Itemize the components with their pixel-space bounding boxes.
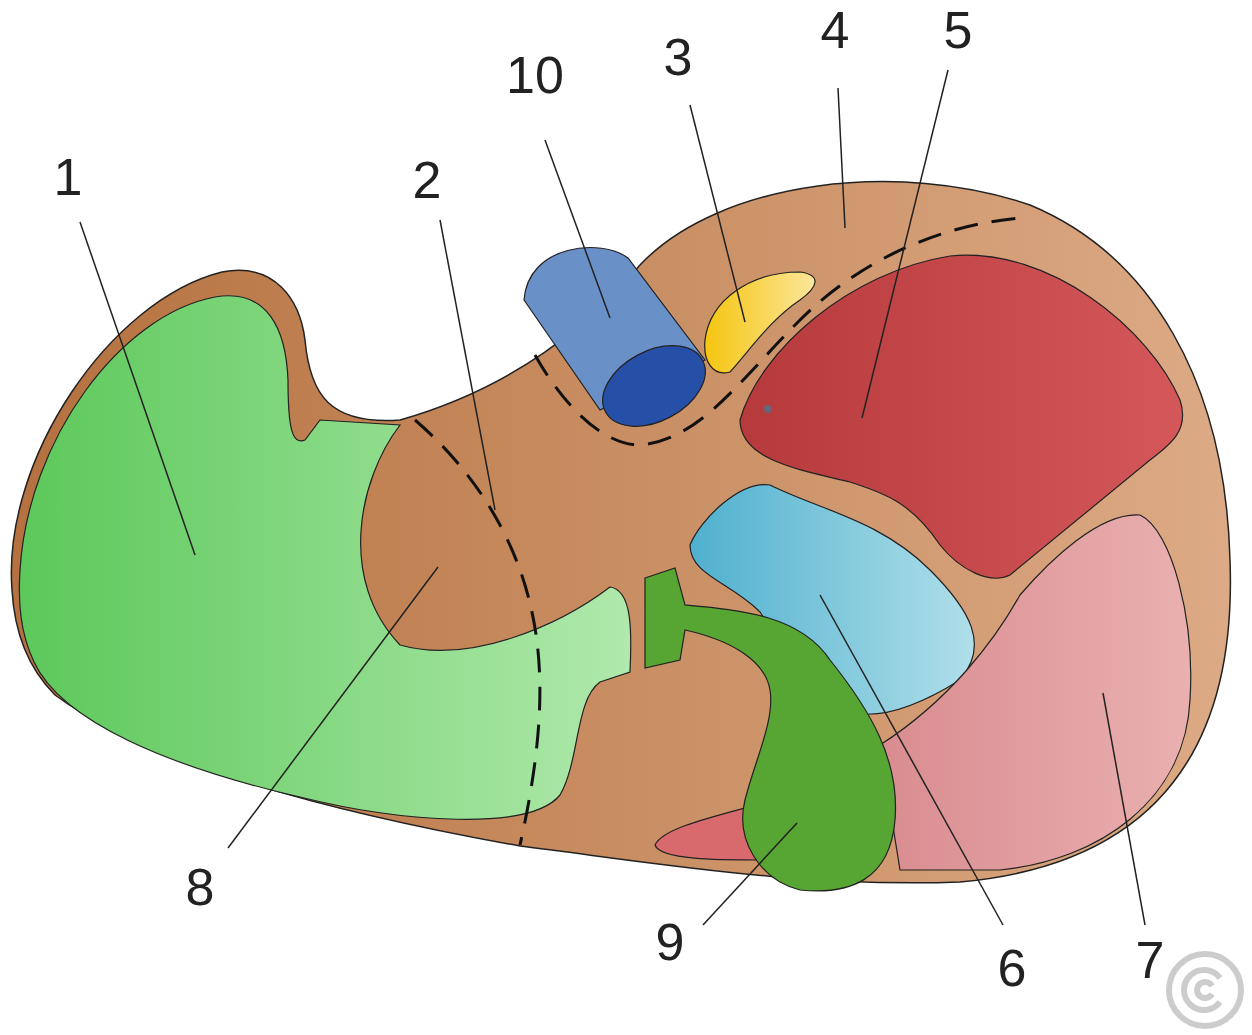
- callout-number: 7: [1136, 934, 1165, 986]
- callout-number: 6: [998, 942, 1027, 994]
- callout-number: 10: [506, 49, 564, 101]
- callout-number: 8: [186, 861, 215, 913]
- callout-number: 1: [54, 151, 83, 203]
- callout-number: 4: [821, 4, 850, 56]
- callout-number: 2: [413, 154, 442, 206]
- callout-number: 9: [656, 916, 685, 968]
- callout-number: 3: [664, 31, 693, 83]
- callout-number: 5: [944, 4, 973, 56]
